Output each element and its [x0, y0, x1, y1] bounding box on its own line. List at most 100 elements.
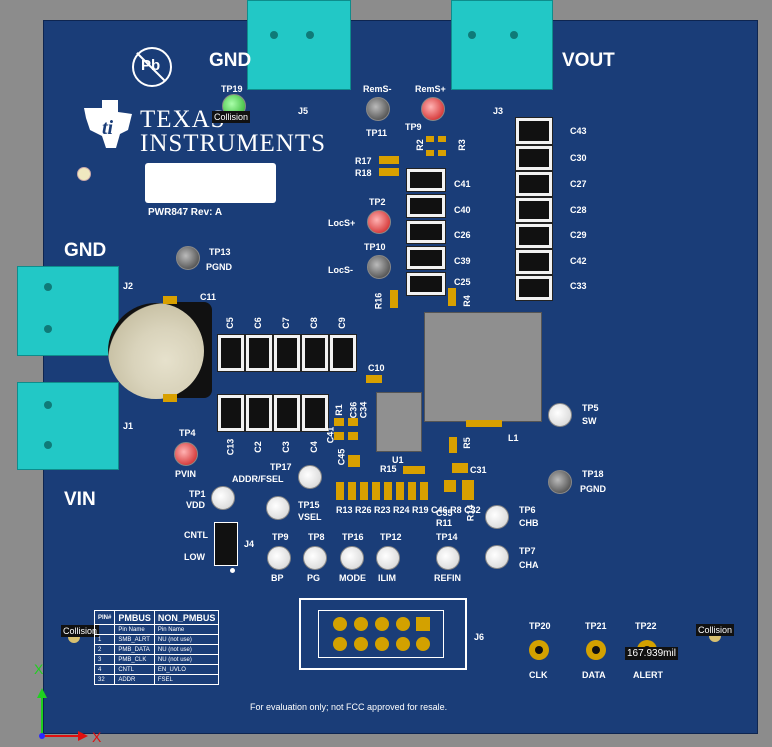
testpoint-tp4[interactable] — [174, 442, 198, 466]
j6-pin — [416, 637, 430, 651]
capacitor-c39 — [406, 246, 446, 270]
connector-j1[interactable] — [17, 382, 119, 470]
capacitor-c13 — [217, 394, 245, 432]
ref-tp20: TP20 — [529, 621, 551, 631]
ref-c13: C13 — [225, 438, 236, 456]
header-j4[interactable] — [214, 522, 238, 566]
measurement-readout: 167.939mil — [625, 647, 678, 660]
testpoint-tp2[interactable] — [367, 210, 391, 234]
ref-tp10: TP10 — [364, 242, 386, 252]
pb-free-icon: Pb — [132, 47, 172, 87]
testpoint-tp9[interactable] — [267, 546, 291, 570]
connector-j3[interactable] — [451, 0, 553, 90]
ic-u1 — [376, 392, 422, 452]
testpoint-tp5[interactable] — [548, 403, 572, 427]
header-j6-body[interactable] — [318, 610, 444, 658]
ref-j6: J6 — [474, 632, 485, 642]
ref-c8: C8 — [308, 317, 319, 329]
resistor-r2-pad — [426, 150, 434, 156]
testpoint-tp13[interactable] — [176, 246, 200, 270]
testpoint-tp1[interactable] — [211, 486, 235, 510]
ref-c27: C27 — [570, 179, 587, 189]
ref-c25: C25 — [454, 277, 471, 287]
capacitor-c29 — [515, 223, 553, 249]
ref-c3: C3 — [280, 441, 291, 453]
ref-tp2: TP2 — [369, 197, 386, 207]
collision-badge: Collision — [212, 111, 251, 123]
testpoint-tp15[interactable] — [266, 496, 290, 520]
ref-c6: C6 — [252, 317, 263, 329]
ref-c33: C33 — [570, 281, 587, 291]
testpoint-tp3[interactable] — [421, 97, 445, 121]
testpoint-tp12[interactable] — [376, 546, 400, 570]
testpoint-tp10[interactable] — [367, 255, 391, 279]
label-clk: CLK — [529, 670, 548, 680]
table-header: NON_PMBUS — [153, 610, 220, 625]
testpoint-tp16[interactable] — [340, 546, 364, 570]
label-blank-area — [145, 163, 276, 203]
ref-r2: R2 — [414, 139, 425, 151]
ref-r15: R15 — [380, 464, 397, 474]
label-ilim: ILIM — [378, 573, 396, 583]
label-mode: MODE — [339, 573, 366, 583]
ref-c31: C31 — [470, 465, 487, 475]
ref-j3: J3 — [493, 106, 504, 116]
ref-tp13: TP13 — [209, 247, 231, 257]
ref-tp9b: TP9 — [272, 532, 289, 542]
revision-text: PWR847 Rev: A — [148, 207, 223, 218]
testpoint-tp14[interactable] — [436, 546, 460, 570]
label-alert: ALERT — [633, 670, 663, 680]
passive-cluster-5 — [348, 455, 360, 467]
ref-tp19: TP19 — [221, 84, 243, 94]
connector-j2[interactable] — [17, 266, 119, 356]
label-gnd-left: GND — [64, 240, 107, 261]
testpoint-tp11[interactable] — [366, 97, 390, 121]
ref-j4: J4 — [244, 539, 255, 549]
capacitor-c42 — [515, 249, 553, 275]
ref-u1: U1 — [392, 455, 404, 465]
ref-tp8: TP8 — [308, 532, 325, 542]
testpoint-tp6[interactable] — [485, 505, 509, 529]
label-locs-minus: LocS- — [328, 265, 354, 275]
axis-gizmo-icon: X X — [34, 661, 102, 744]
j6-pin — [333, 617, 347, 631]
capacitor-c43 — [515, 117, 553, 145]
j6-pin — [333, 637, 347, 651]
label-data: DATA — [582, 670, 606, 680]
ref-r16: R16 — [373, 292, 384, 310]
resistor-r4 — [448, 288, 456, 306]
label-pg: PG — [307, 573, 321, 583]
ref-c40: C40 — [454, 205, 471, 215]
j6-pin — [354, 617, 368, 631]
resistor-r16 — [390, 290, 398, 308]
ref-c2: C2 — [252, 441, 263, 453]
capacitor-c41 — [406, 168, 446, 192]
svg-text:X: X — [34, 661, 44, 677]
passive-cluster-3 — [334, 432, 344, 440]
label-sw: SW — [582, 416, 597, 426]
resistor-r15 — [403, 466, 425, 474]
table-header: PMBUS — [114, 610, 155, 625]
testpoint-tp17[interactable] — [298, 465, 322, 489]
testpoint-tp20[interactable] — [529, 640, 549, 660]
j6-pin — [375, 637, 389, 651]
ref-tp18: TP18 — [582, 469, 604, 479]
testpoint-tp8[interactable] — [303, 546, 327, 570]
testpoint-tp7[interactable] — [485, 545, 509, 569]
capacitor-c3 — [273, 394, 301, 432]
ref-tp14: TP14 — [436, 532, 458, 542]
ref-c29: C29 — [570, 230, 587, 240]
ref-tp1: TP1 — [189, 489, 206, 499]
header-j4-pin — [230, 568, 235, 573]
ref-r4: R4 — [461, 295, 472, 307]
ref-c9: C9 — [336, 317, 347, 329]
testpoint-tp18[interactable] — [548, 470, 572, 494]
testpoint-tp21[interactable] — [586, 640, 606, 660]
ref-c11: C11 — [200, 292, 217, 302]
ref-r5: R5 — [461, 437, 472, 449]
ref-c30: C30 — [570, 153, 587, 163]
capacitor-c8 — [301, 334, 329, 372]
connector-j5[interactable] — [247, 0, 351, 90]
